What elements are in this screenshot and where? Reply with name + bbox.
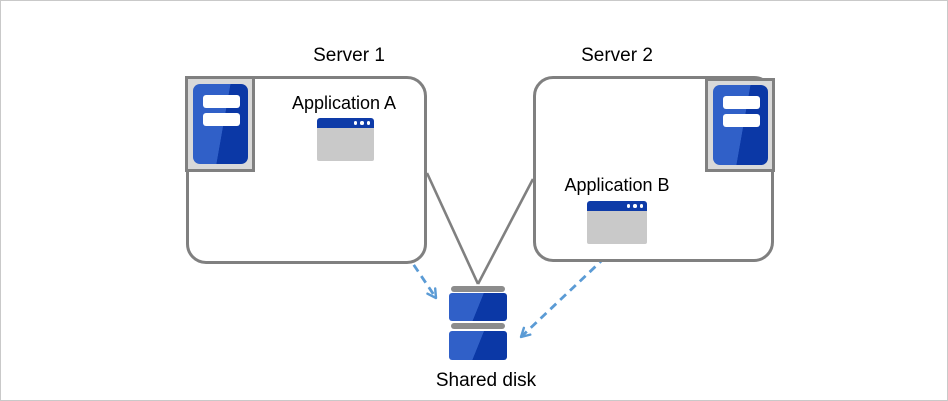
server-slat-icon [202, 113, 240, 126]
server1-label: Server 1 [313, 45, 385, 66]
server1-server-icon [185, 76, 255, 172]
server-slat-icon [202, 95, 240, 108]
disk-cap [451, 286, 505, 292]
window-body [587, 211, 647, 244]
window-titlebar [317, 118, 374, 128]
server2-label: Server 2 [581, 45, 653, 66]
disk-cap [451, 323, 505, 329]
server-slat-icon [722, 96, 760, 109]
application-a-label: Application A [291, 93, 397, 113]
application-b-window-icon [587, 201, 647, 244]
edge-server1-disk [425, 172, 480, 285]
window-titlebar [587, 201, 647, 211]
server-tower-icon [192, 84, 248, 164]
application-a-window-icon [317, 118, 374, 161]
disk-unit [449, 293, 507, 321]
server-slat-icon [722, 114, 760, 127]
window-dots-icon [353, 121, 370, 125]
application-b-label: Application B [564, 175, 670, 195]
shared-disk-label: Shared disk [435, 370, 537, 391]
server2-server-icon [705, 78, 775, 172]
window-dots-icon [626, 204, 643, 208]
server-tower-icon [712, 85, 768, 165]
window-body [317, 128, 374, 161]
edge-server2-disk [476, 178, 535, 285]
disk-unit [449, 331, 507, 360]
shared-disk-icon [449, 286, 507, 360]
